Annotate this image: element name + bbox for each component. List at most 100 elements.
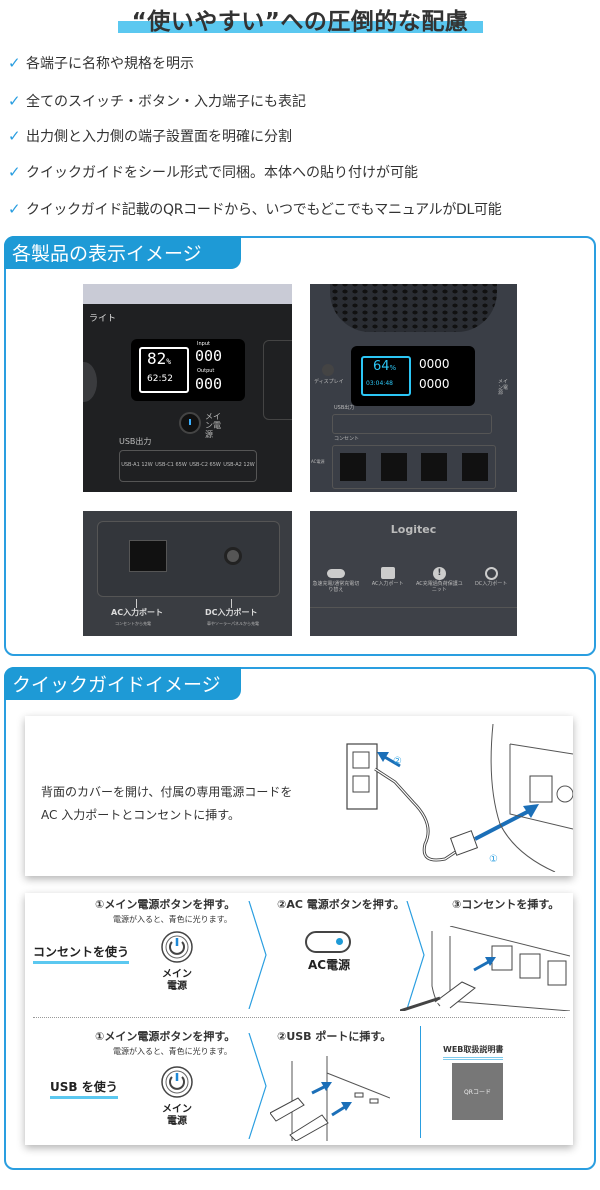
ac-input-sub-label: コンセントから充電 bbox=[115, 621, 151, 626]
ac-inlet-icon bbox=[380, 567, 395, 579]
ac-power-label: AC電源 bbox=[308, 958, 351, 972]
check-icon: ✓ bbox=[8, 54, 21, 72]
percent-sign: % bbox=[166, 357, 172, 366]
chevron-right-icon bbox=[248, 1033, 267, 1139]
label-item: 急速充電/通常充電切り替え bbox=[312, 567, 360, 593]
dc-input-port-label: DC入力ポート bbox=[205, 608, 258, 617]
outlet-label: コンセント bbox=[334, 436, 360, 442]
step3-title: ③コンセントを挿す。 bbox=[452, 898, 560, 911]
product-photo-front-panel: ライト 82% 62:52 Input 000 Output 000 メイン電源… bbox=[83, 284, 292, 492]
usb-plug-illustration bbox=[270, 1056, 390, 1141]
dc-inlet-icon bbox=[484, 567, 498, 580]
feature-item: ✓ 各端子に名称や規格を明示 bbox=[8, 53, 194, 73]
chevron-right-icon bbox=[248, 901, 267, 1009]
output-watts: 0000 bbox=[419, 377, 450, 391]
usb-usage-label: USB を使う bbox=[50, 1078, 118, 1099]
lcd-display: 64% 03:04:48 0000 0000 bbox=[351, 346, 475, 406]
label-text: AC充電過負荷保護ユニット bbox=[415, 581, 463, 593]
main-power-label: メイン bbox=[162, 969, 192, 980]
qr-code[interactable]: QRコード bbox=[452, 1063, 503, 1120]
guide-ac-cable-card: 背面のカバーを開け、付属の専用電源コードを AC 入力ポートとコンセントに挿す。… bbox=[25, 716, 573, 876]
chevron-right-icon bbox=[406, 901, 425, 1009]
step1-subtitle: 電源が入ると、青色に光ります。 bbox=[113, 915, 232, 924]
usb-output-label: USB出力 bbox=[334, 405, 355, 411]
check-icon: ✓ bbox=[8, 163, 21, 181]
warning-icon: ! bbox=[432, 567, 446, 580]
lcd-display: 82% 62:52 Input 000 Output 000 bbox=[131, 339, 245, 401]
battery-percent: 82 bbox=[147, 349, 167, 368]
step1-subtitle: 電源が入ると、青色に光ります。 bbox=[113, 1047, 232, 1056]
usb-port: USB-A1 12W bbox=[121, 462, 153, 469]
product-photo-input-ports: AC入力ポート コンセントから充電 DC入力ポート 車やソーラーパネルから充電 bbox=[83, 511, 292, 636]
check-icon: ✓ bbox=[8, 92, 21, 110]
feature-text: クイックガイド記載のQRコードから、いつでもどこでもマニュアルがDL可能 bbox=[26, 202, 502, 218]
ac-outlet bbox=[340, 453, 367, 481]
dc-input-sub-label: 車やソーラーパネルから充電 bbox=[207, 621, 259, 626]
check-icon: ✓ bbox=[8, 200, 21, 218]
feature-text: 出力側と入力側の端子設置面を明確に分割 bbox=[26, 129, 292, 145]
quick-guide-section bbox=[4, 667, 596, 1170]
page-title: “使いやすい”への圧倒的な配慮 bbox=[131, 9, 469, 35]
dc-inlet-icon bbox=[224, 547, 242, 565]
remaining-time: 03:04:48 bbox=[366, 380, 393, 387]
products-section-header: 各製品の表示イメージ bbox=[4, 236, 241, 269]
display-label: ディスプレイ bbox=[314, 379, 344, 385]
label-item: AC入力ポート bbox=[364, 567, 412, 593]
ac-power-button-icon bbox=[305, 931, 351, 953]
feature-item: ✓ 全てのスイッチ・ボタン・入力端子にも表記 bbox=[8, 91, 306, 111]
outlet-plug-illustration bbox=[400, 926, 570, 1011]
label-item: !AC充電過負荷保護ユニット bbox=[415, 567, 463, 593]
ac-cable-illustration: ② ① bbox=[346, 724, 573, 872]
power-button-icon bbox=[161, 1066, 193, 1098]
input-watts: 000 bbox=[195, 347, 223, 365]
web-manual-label: WEB取扱説明書 bbox=[443, 1045, 504, 1060]
percent-sign: % bbox=[389, 364, 397, 372]
input-label: Input bbox=[197, 341, 210, 347]
input-watts: 0000 bbox=[419, 357, 450, 371]
qr-code-label: QRコード bbox=[464, 1089, 491, 1096]
output-watts: 000 bbox=[195, 375, 223, 393]
feature-text: 各端子に名称や規格を明示 bbox=[26, 56, 194, 72]
usb-port: USB-A2 12W bbox=[223, 462, 255, 469]
toggle-icon bbox=[326, 569, 345, 578]
check-icon: ✓ bbox=[8, 127, 21, 145]
usb-output-label: USB出力 bbox=[119, 437, 152, 446]
main-power-label: 電源 bbox=[167, 1116, 187, 1127]
label-text: 急速充電/通常充電切り替え bbox=[312, 581, 360, 593]
ac-outlet bbox=[421, 453, 448, 481]
feature-item: ✓クイックガイドをシール形式で同梱。本体への貼り付けが可能 bbox=[8, 162, 418, 182]
product-photo-side-panel: Logitec 急速充電/通常充電切り替え AC入力ポート !AC充電過負荷保護… bbox=[310, 511, 517, 636]
power-button-icon bbox=[161, 931, 193, 963]
feature-text: 全てのスイッチ・ボタン・入力端子にも表記 bbox=[26, 94, 306, 110]
divider bbox=[420, 1026, 421, 1138]
divider bbox=[33, 1017, 565, 1018]
ac-power-label: AC電源 bbox=[311, 459, 325, 464]
step1-title: ①メイン電源ボタンを押す。 bbox=[95, 898, 236, 911]
quick-guide-section-header: クイックガイドイメージ bbox=[4, 667, 241, 700]
label-item: DC入力ポート bbox=[467, 567, 515, 593]
main-power-label: メイン電源 bbox=[498, 379, 509, 396]
step-marker-2: ② bbox=[393, 756, 402, 767]
step2-title: ②USB ポートに挿す。 bbox=[277, 1030, 392, 1043]
guide-instruction-line: 背面のカバーを開け、付属の専用電源コードを bbox=[41, 785, 293, 799]
guide-instruction-line: AC 入力ポートとコンセントに挿す。 bbox=[41, 808, 240, 822]
light-label: ライト bbox=[89, 314, 117, 324]
label-text: DC入力ポート bbox=[474, 581, 508, 587]
ac-input-port-label: AC入力ポート bbox=[111, 608, 164, 617]
main-power-label: メイン電源 bbox=[205, 412, 221, 439]
main-power-label: メイン bbox=[162, 1104, 192, 1115]
step-marker-1: ① bbox=[489, 854, 498, 865]
label-text: AC入力ポート bbox=[371, 581, 404, 587]
logitec-logo: Logitec bbox=[390, 523, 437, 536]
step2-title: ②AC 電源ボタンを押す。 bbox=[277, 898, 405, 911]
main-power-label: 電源 bbox=[167, 981, 187, 992]
product-photo-top-panel: 64% 03:04:48 0000 0000 ディスプレイ メイン電源 USB出… bbox=[310, 284, 517, 492]
feature-item: ✓ 出力側と入力側の端子設置面を明確に分割 bbox=[8, 126, 292, 146]
battery-percent: 64 bbox=[373, 359, 390, 374]
remaining-time: 62:52 bbox=[147, 374, 173, 384]
ac-outlet bbox=[380, 453, 407, 481]
ac-outlet bbox=[461, 453, 488, 481]
output-label: Output bbox=[197, 368, 215, 374]
guide-steps-card: コンセントを使う ①メイン電源ボタンを押す。 電源が入ると、青色に光ります。 メ… bbox=[25, 893, 573, 1145]
usb-port: USB-C2 65W bbox=[189, 462, 221, 469]
